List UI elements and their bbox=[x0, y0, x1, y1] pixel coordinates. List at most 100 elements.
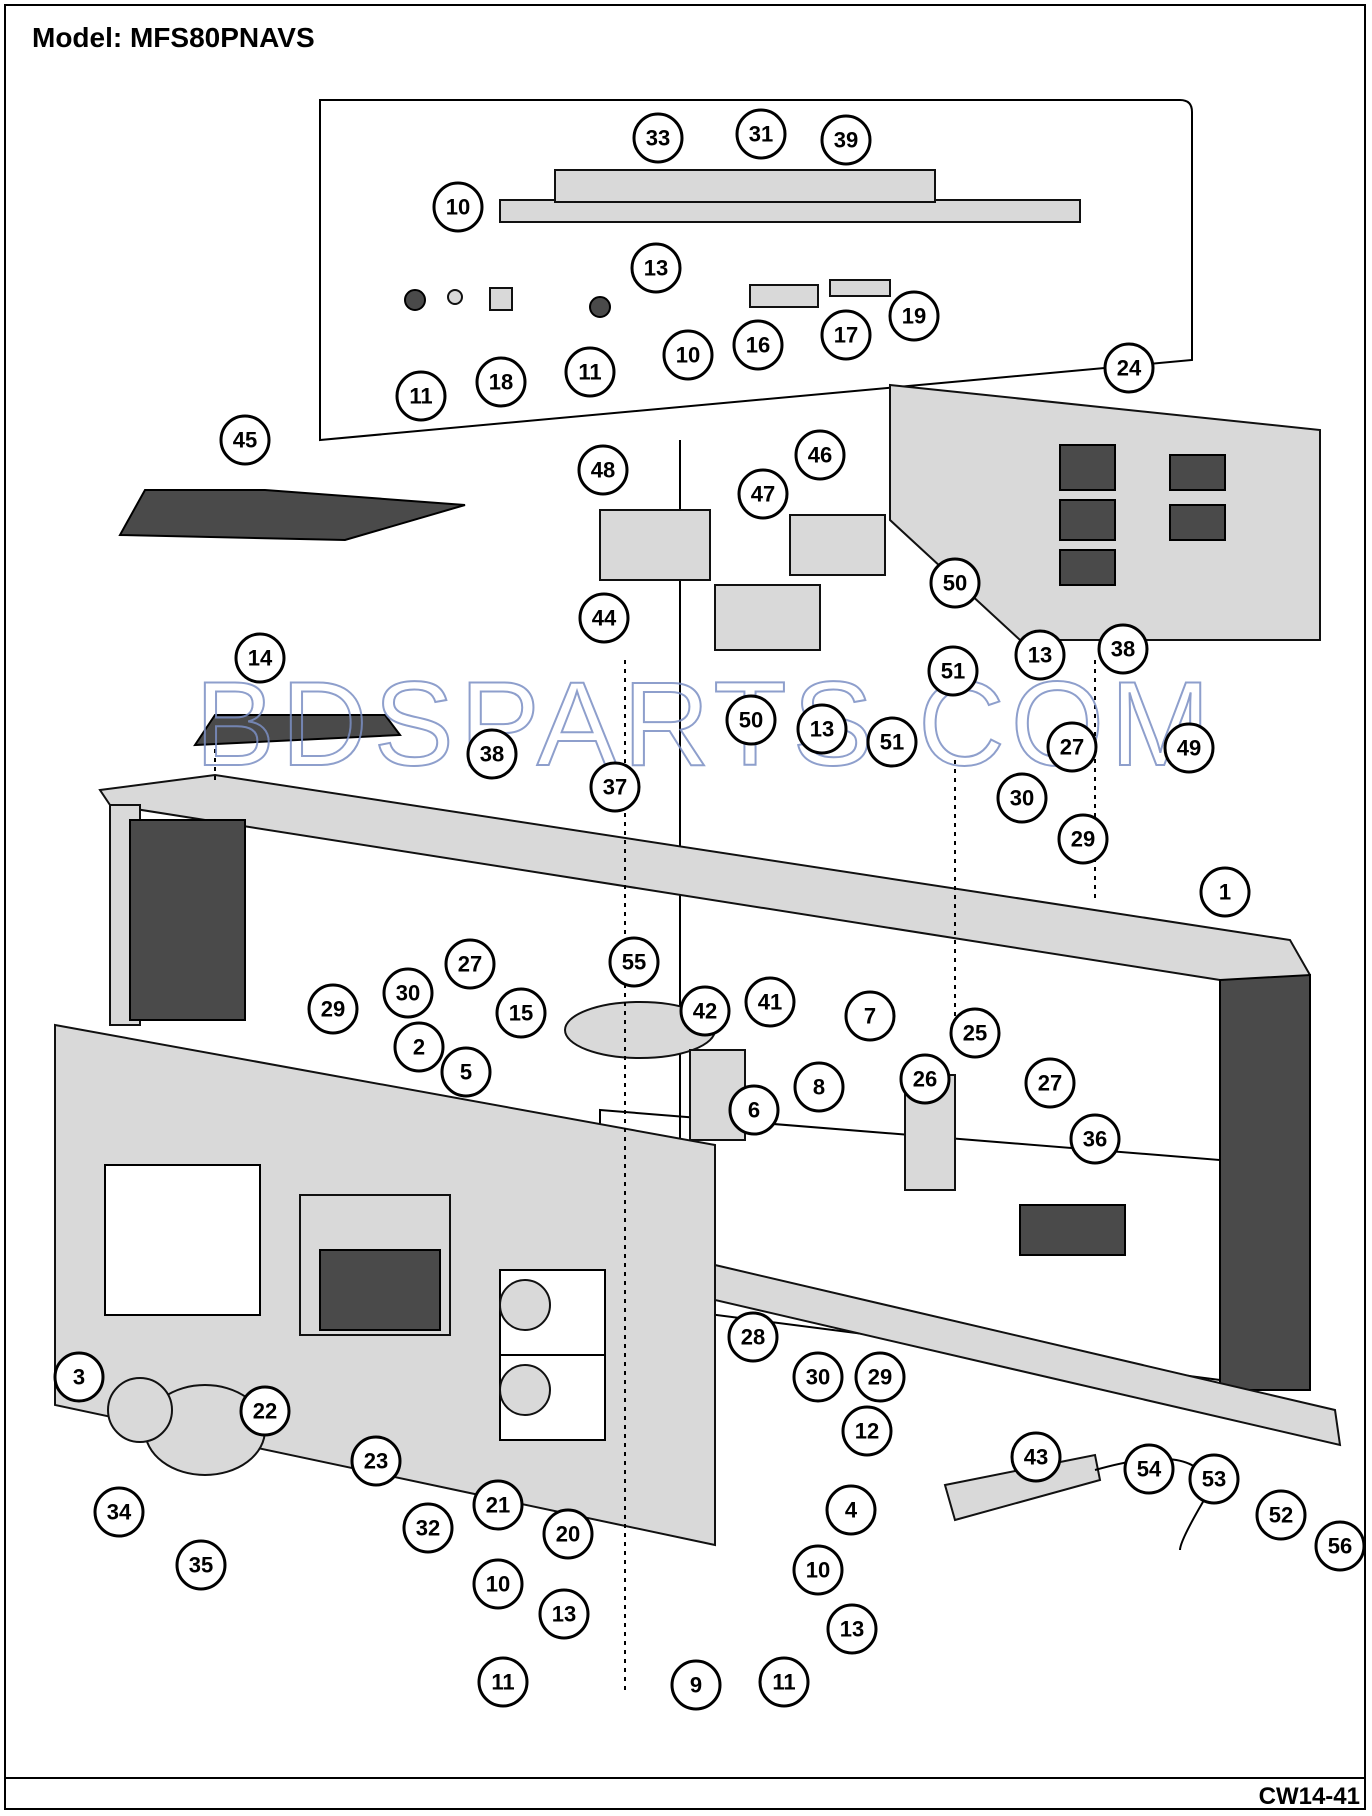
callout-number: 37 bbox=[603, 775, 627, 800]
callout-number: 10 bbox=[806, 1558, 830, 1583]
callout-33: 33 bbox=[632, 112, 684, 164]
callout-circle bbox=[792, 1544, 844, 1596]
callout-13: 13 bbox=[538, 1588, 590, 1640]
callout-34: 34 bbox=[93, 1486, 145, 1538]
callout-circle bbox=[727, 1311, 779, 1363]
callout-27: 27 bbox=[1024, 1057, 1076, 1109]
callout-circle bbox=[444, 938, 496, 990]
callout-45: 45 bbox=[219, 414, 271, 466]
callout-30: 30 bbox=[382, 967, 434, 1019]
callout-10: 10 bbox=[792, 1544, 844, 1596]
callout-number: 11 bbox=[578, 360, 601, 385]
callout-number: 29 bbox=[868, 1365, 892, 1390]
callout-30: 30 bbox=[792, 1351, 844, 1403]
callout-38: 38 bbox=[1097, 623, 1149, 675]
callout-circle bbox=[670, 1659, 722, 1711]
callout-48: 48 bbox=[577, 444, 629, 496]
callout-20: 20 bbox=[542, 1508, 594, 1560]
callout-number: 48 bbox=[591, 458, 615, 483]
circuit-board bbox=[499, 199, 1081, 223]
callout-circle bbox=[393, 1021, 445, 1073]
callout-circle bbox=[899, 1053, 951, 1105]
callout-number: 8 bbox=[813, 1075, 825, 1100]
callout-circle bbox=[1014, 629, 1066, 681]
callout-36: 36 bbox=[1069, 1113, 1121, 1165]
callout-51: 51 bbox=[866, 716, 918, 768]
callout-number: 44 bbox=[592, 606, 617, 631]
callout-circle bbox=[495, 987, 547, 1039]
callout-number: 43 bbox=[1024, 1445, 1048, 1470]
nut-11 bbox=[404, 289, 426, 311]
callout-circle bbox=[841, 1405, 893, 1457]
callout-51: 51 bbox=[927, 645, 979, 697]
callout-number: 3 bbox=[73, 1365, 85, 1390]
callout-55: 55 bbox=[608, 936, 660, 988]
callout-54: 54 bbox=[1123, 1443, 1175, 1495]
callout-circle bbox=[1163, 722, 1215, 774]
drawing-frame bbox=[4, 4, 1366, 1810]
callout-number: 10 bbox=[676, 343, 700, 368]
callout-circle bbox=[472, 1479, 524, 1531]
callout-circle bbox=[1069, 1113, 1121, 1165]
connector-46 bbox=[789, 514, 886, 576]
callout-circle bbox=[440, 1046, 492, 1098]
callout-circle bbox=[725, 694, 777, 746]
callout-circle bbox=[927, 645, 979, 697]
panel-cutout bbox=[1059, 444, 1116, 491]
callout-10: 10 bbox=[432, 181, 484, 233]
nut-11b bbox=[589, 296, 611, 318]
callout-number: 6 bbox=[748, 1098, 760, 1123]
callout-15: 15 bbox=[495, 987, 547, 1039]
label-plate-22 bbox=[104, 1164, 261, 1316]
callout-circle bbox=[1103, 342, 1155, 394]
callout-number: 29 bbox=[1071, 827, 1095, 852]
callout-circle bbox=[1123, 1443, 1175, 1495]
callout-number: 28 bbox=[741, 1325, 765, 1350]
callout-13: 13 bbox=[796, 703, 848, 755]
callout-11: 11 bbox=[477, 1656, 529, 1708]
callout-number: 23 bbox=[364, 1449, 388, 1474]
callout-43: 43 bbox=[1010, 1431, 1062, 1483]
callout-47: 47 bbox=[737, 468, 789, 520]
callout-number: 13 bbox=[810, 717, 834, 742]
callout-circle bbox=[1057, 813, 1109, 865]
callout-number: 50 bbox=[739, 708, 763, 733]
callout-21: 21 bbox=[472, 1479, 524, 1531]
callout-3: 3 bbox=[53, 1351, 105, 1403]
callout-circle bbox=[630, 242, 682, 294]
keypad-32 bbox=[319, 1249, 441, 1331]
callout-37: 37 bbox=[589, 761, 641, 813]
callout-29: 29 bbox=[854, 1351, 906, 1403]
callout-circle bbox=[53, 1351, 105, 1403]
washer-10 bbox=[447, 289, 463, 305]
callout-number: 36 bbox=[1083, 1127, 1107, 1152]
callout-number: 18 bbox=[489, 370, 513, 395]
callout-number: 53 bbox=[1202, 1467, 1226, 1492]
callout-circle bbox=[239, 1385, 291, 1437]
callout-number: 4 bbox=[845, 1498, 858, 1523]
callout-circle bbox=[866, 716, 918, 768]
callout-circle bbox=[542, 1508, 594, 1560]
callout-4: 4 bbox=[825, 1484, 877, 1536]
callout-number: 10 bbox=[446, 195, 470, 220]
callout-circle bbox=[93, 1486, 145, 1538]
callout-circle bbox=[589, 761, 641, 813]
callout-number: 27 bbox=[458, 952, 482, 977]
callout-27: 27 bbox=[444, 938, 496, 990]
callout-number: 9 bbox=[690, 1673, 702, 1698]
callout-circle bbox=[350, 1435, 402, 1487]
mesh-screen-45 bbox=[118, 489, 466, 542]
callout-44: 44 bbox=[578, 592, 630, 644]
callout-18: 18 bbox=[475, 356, 527, 408]
callout-circle bbox=[608, 936, 660, 988]
callout-circle bbox=[395, 370, 447, 422]
callout-circle bbox=[735, 108, 787, 160]
connector-36 bbox=[1019, 1204, 1126, 1256]
callout-number: 51 bbox=[941, 659, 965, 684]
callout-number: 45 bbox=[233, 428, 257, 453]
gasket-14 bbox=[193, 714, 402, 747]
callout-circle bbox=[737, 468, 789, 520]
callout-number: 22 bbox=[253, 1399, 277, 1424]
enclosure-left-grille bbox=[129, 819, 246, 1021]
